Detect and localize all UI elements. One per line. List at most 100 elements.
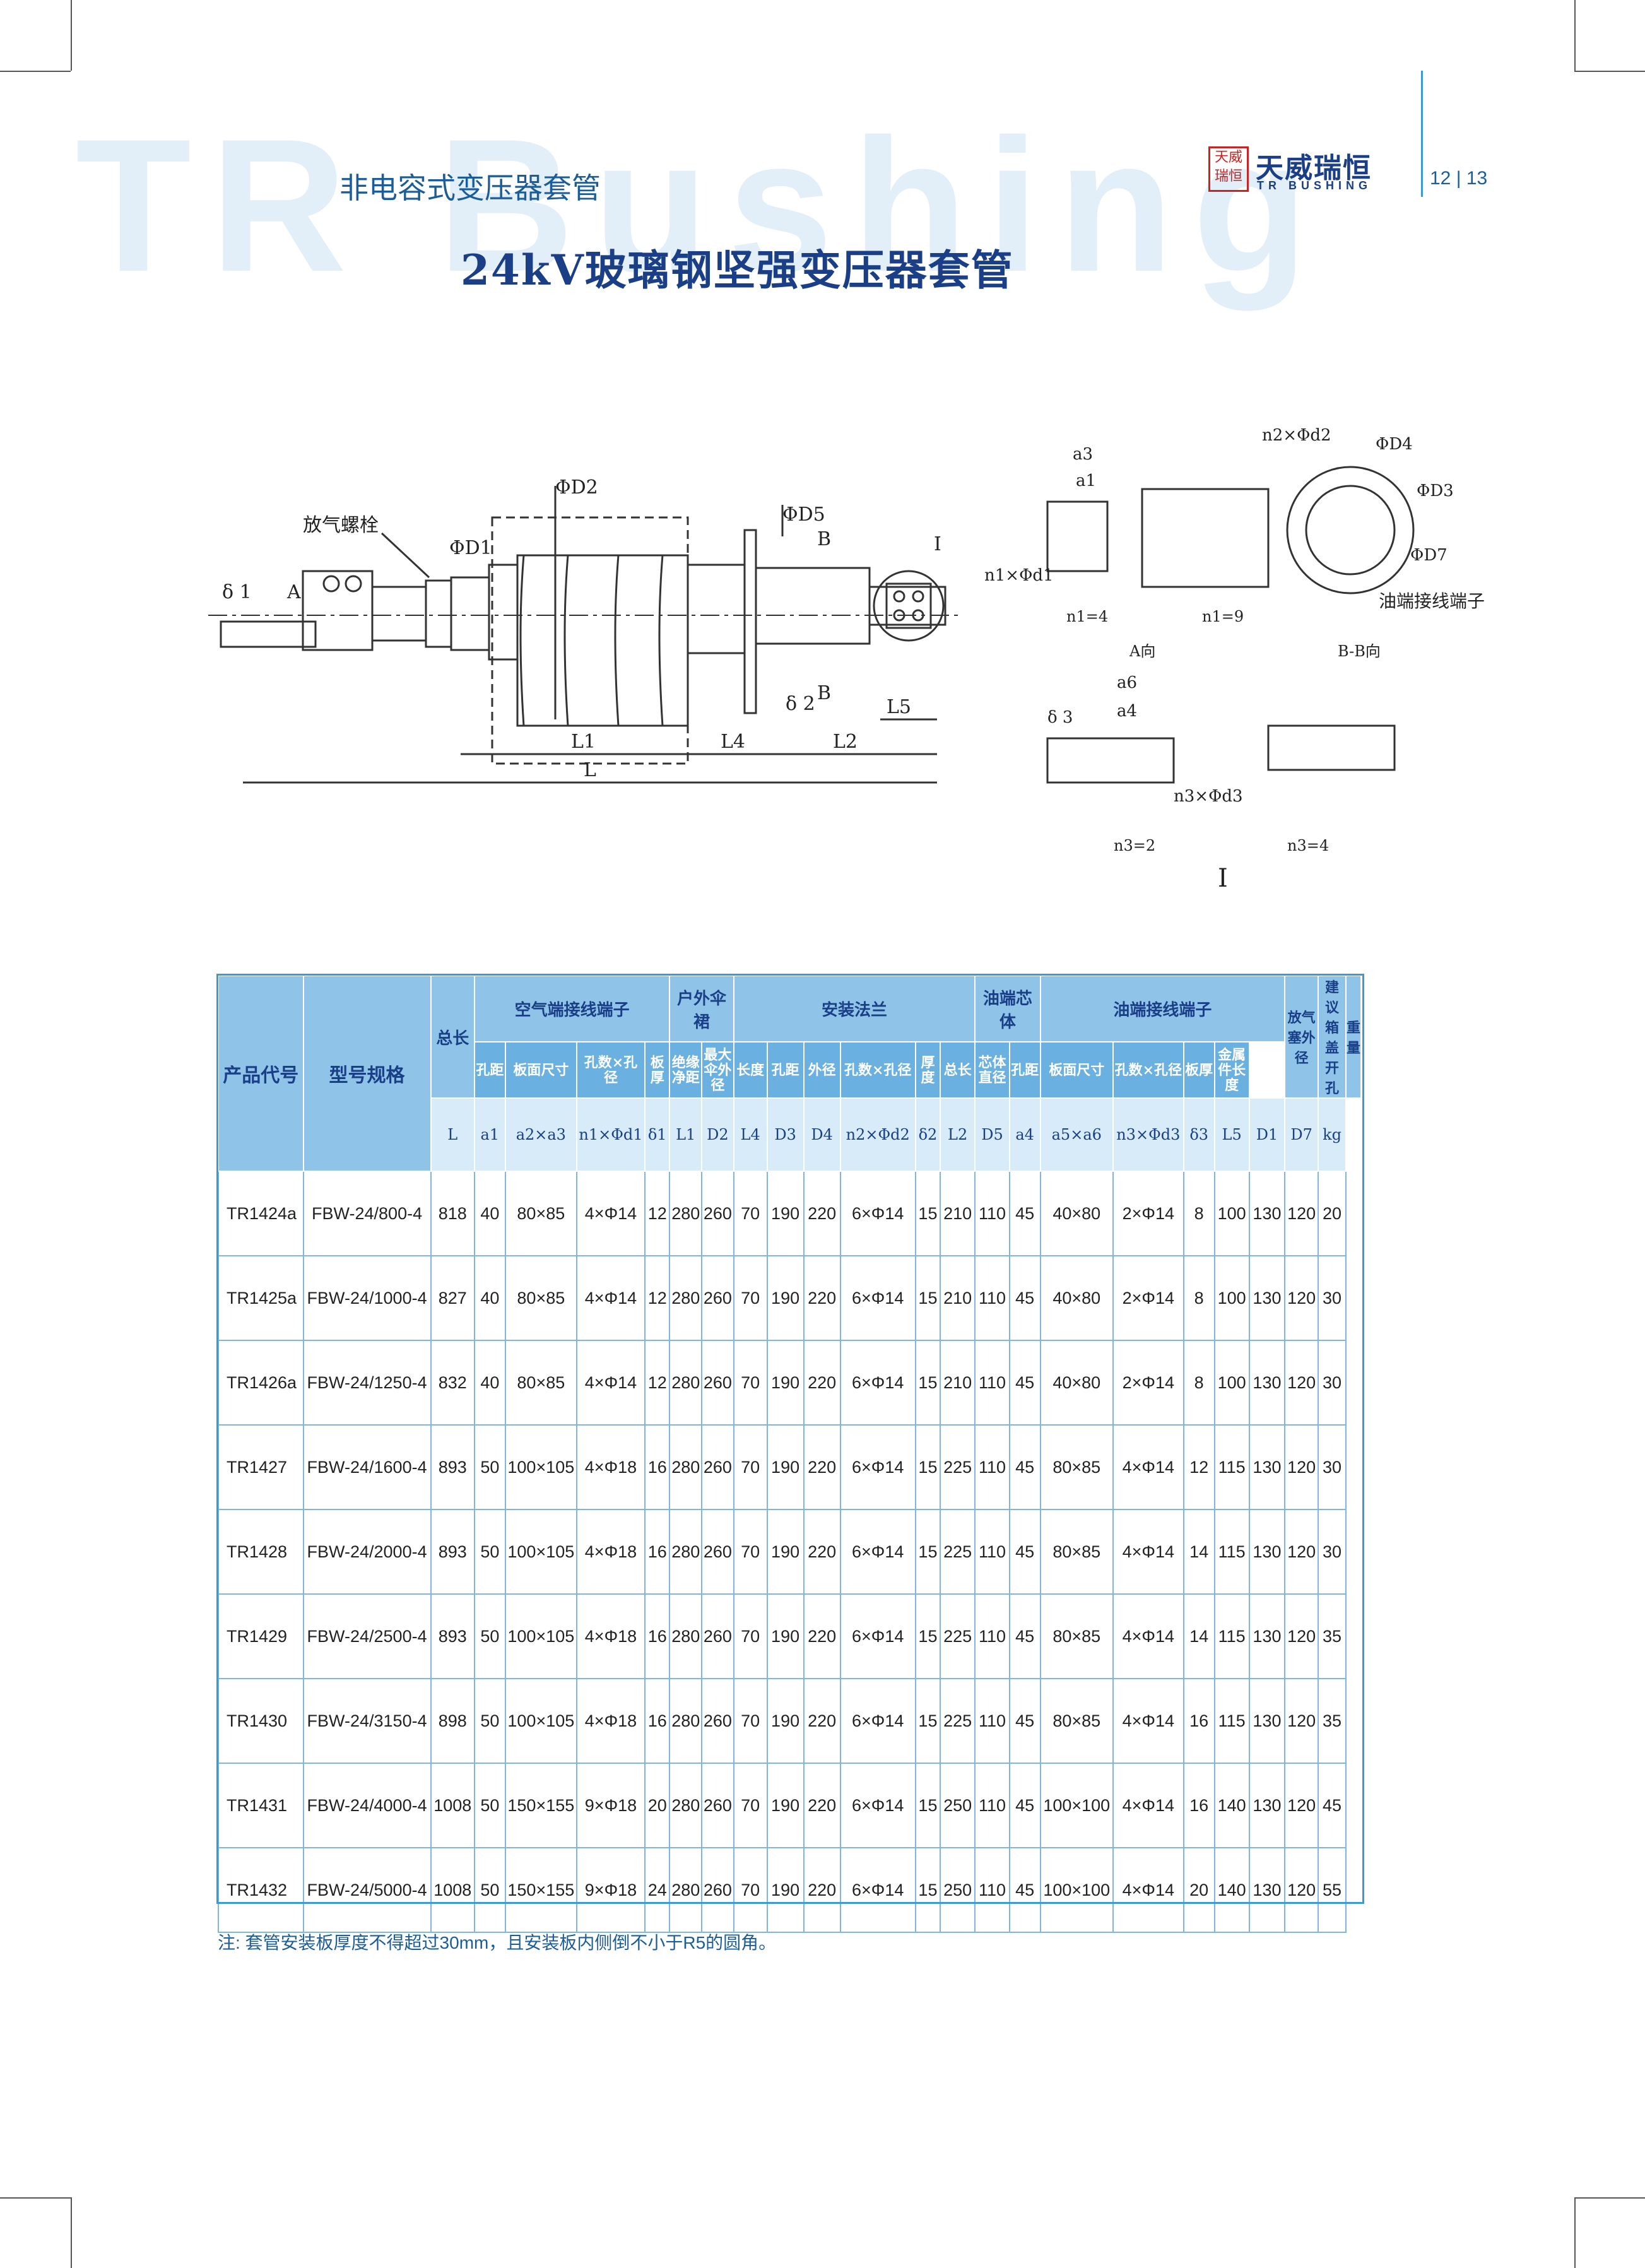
value-cell: 115 xyxy=(1213,1509,1250,1595)
product-code-cell: TR1431 xyxy=(218,1763,304,1848)
label-d5: ΦD5 xyxy=(782,504,825,526)
product-code-cell: TR1432 xyxy=(218,1847,304,1933)
value-cell: 100×105 xyxy=(504,1678,577,1764)
value-cell: 40 xyxy=(473,1171,506,1256)
sub-a1: 孔距 xyxy=(473,1041,506,1099)
value-cell: 80×85 xyxy=(1039,1509,1114,1595)
value-cell: 893 xyxy=(430,1509,475,1595)
label-n1-9: n1=9 xyxy=(1202,608,1244,625)
header-code: 产品代号 xyxy=(218,975,304,1172)
header-flange: 安装法兰 xyxy=(733,974,976,1043)
value-cell: 190 xyxy=(766,1509,805,1595)
sub-delta1: 板厚 xyxy=(644,1041,671,1099)
header-total-length: 总长 xyxy=(430,975,475,1099)
header-oil-terminal: 油端接线端子 xyxy=(1039,974,1286,1043)
spec-table: 产品代号 型号规格 总长 空气端接线端子 户外伞裙 安装法兰 油端芯体 油端接线… xyxy=(218,974,1362,1933)
value-cell: 190 xyxy=(766,1255,805,1341)
value-cell: 115 xyxy=(1213,1678,1250,1764)
value-cell: 4×Φ14 xyxy=(1112,1678,1184,1764)
label-a: A xyxy=(286,581,301,603)
value-cell: 4×Φ18 xyxy=(575,1593,646,1679)
value-cell: 110 xyxy=(974,1593,1010,1679)
value-cell: 16 xyxy=(644,1678,671,1764)
symbol-cell: δ3 xyxy=(1182,1097,1215,1172)
crop-mark xyxy=(1574,2197,1645,2199)
symbol-cell: n3×Φd3 xyxy=(1112,1097,1184,1172)
product-code-cell: TR1428 xyxy=(218,1509,304,1595)
value-cell: 210 xyxy=(940,1340,976,1426)
logo-seal-icon: 天威瑞恒 xyxy=(1208,146,1249,192)
value-cell: 130 xyxy=(1248,1255,1286,1341)
value-cell: 55 xyxy=(1318,1847,1347,1933)
value-cell: 50 xyxy=(473,1763,506,1848)
label-l2: L2 xyxy=(833,731,858,753)
label-n3-2: n3=2 xyxy=(1114,837,1155,854)
value-cell: 120 xyxy=(1284,1763,1319,1848)
label-delta1: δ 1 xyxy=(222,581,252,603)
value-cell: 120 xyxy=(1284,1424,1319,1510)
value-cell: 260 xyxy=(701,1593,734,1679)
value-cell: 220 xyxy=(803,1763,841,1848)
value-cell: 35 xyxy=(1318,1593,1347,1679)
value-cell: 30 xyxy=(1318,1424,1347,1510)
crop-mark xyxy=(71,0,72,71)
symbol-cell: L xyxy=(430,1097,475,1172)
value-cell: 70 xyxy=(733,1509,768,1595)
value-cell: 6×Φ14 xyxy=(839,1509,916,1595)
value-cell: 190 xyxy=(766,1340,805,1426)
value-cell: 100×105 xyxy=(504,1424,577,1510)
value-cell: 80×85 xyxy=(504,1340,577,1426)
value-cell: 190 xyxy=(766,1763,805,1848)
value-cell: 16 xyxy=(644,1509,671,1595)
value-cell: 4×Φ18 xyxy=(575,1509,646,1595)
value-cell: 40×80 xyxy=(1039,1171,1114,1256)
value-cell: 130 xyxy=(1248,1678,1286,1764)
value-cell: 70 xyxy=(733,1847,768,1933)
value-cell: 260 xyxy=(701,1847,734,1933)
value-cell: 15 xyxy=(914,1424,941,1510)
label-i-view: I xyxy=(1218,864,1228,893)
model-cell: FBW-24/1000-4 xyxy=(302,1255,432,1341)
value-cell: 40 xyxy=(473,1340,506,1426)
symbol-cell: L4 xyxy=(733,1097,768,1172)
value-cell: 120 xyxy=(1284,1340,1319,1426)
crop-mark xyxy=(71,2197,72,2268)
product-code-cell: TR1427 xyxy=(218,1424,304,1510)
value-cell: 130 xyxy=(1248,1424,1286,1510)
label-i: I xyxy=(934,533,941,555)
value-cell: 110 xyxy=(974,1847,1010,1933)
value-cell: 190 xyxy=(766,1171,805,1256)
product-code-cell: TR1430 xyxy=(218,1678,304,1764)
symbol-cell: D1 xyxy=(1248,1097,1286,1172)
sub-d4: 外径 xyxy=(803,1041,841,1099)
value-cell: 898 xyxy=(430,1678,475,1764)
value-cell: 16 xyxy=(644,1424,671,1510)
symbol-cell: L5 xyxy=(1213,1097,1250,1172)
value-cell: 45 xyxy=(1008,1593,1041,1679)
value-cell: 140 xyxy=(1213,1847,1250,1933)
value-cell: 110 xyxy=(974,1509,1010,1595)
value-cell: 6×Φ14 xyxy=(839,1678,916,1764)
sub-a4: 孔距 xyxy=(1008,1041,1041,1099)
value-cell: 50 xyxy=(473,1847,506,1933)
value-cell: 1008 xyxy=(430,1763,475,1848)
value-cell: 15 xyxy=(914,1678,941,1764)
value-cell: 220 xyxy=(803,1847,841,1933)
value-cell: 150×155 xyxy=(504,1847,577,1933)
value-cell: 8 xyxy=(1182,1255,1215,1341)
value-cell: 15 xyxy=(914,1763,941,1848)
value-cell: 210 xyxy=(940,1255,976,1341)
label-d2: ΦD2 xyxy=(555,476,598,499)
value-cell: 190 xyxy=(766,1593,805,1679)
symbol-cell: δ1 xyxy=(644,1097,671,1172)
value-cell: 40×80 xyxy=(1039,1255,1114,1341)
value-cell: 220 xyxy=(803,1678,841,1764)
value-cell: 280 xyxy=(669,1593,703,1679)
label-d4: ΦD4 xyxy=(1376,435,1413,454)
